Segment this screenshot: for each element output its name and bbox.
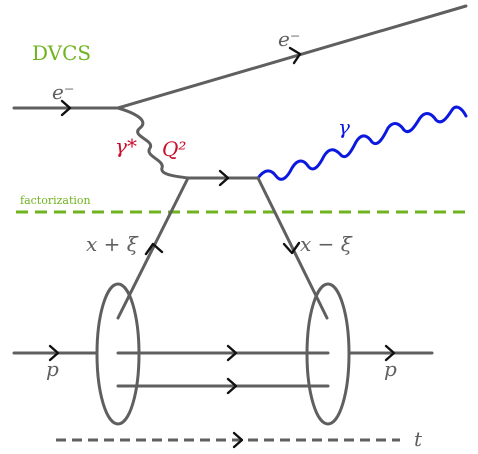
electron-out-line <box>116 4 468 110</box>
electron-in-label: e⁻ <box>52 80 74 104</box>
electron-in-arrow <box>60 99 72 117</box>
real-photon-line <box>256 105 468 181</box>
diagram-title: DVCS <box>32 41 91 65</box>
t-arrow <box>232 431 244 449</box>
real-photon-label: γ <box>338 115 350 139</box>
virtual-photon-label: γ* <box>115 134 137 158</box>
quark-left-arrow <box>144 242 164 256</box>
quark-top-arrow <box>218 169 230 187</box>
proton-out-arrow <box>384 344 396 362</box>
q2-label: Q² <box>162 137 186 161</box>
factorization-label: factorization <box>20 194 91 207</box>
electron-out-arrow <box>288 46 302 65</box>
proton-in-arrow <box>48 344 60 362</box>
quark-right-arrow <box>282 241 301 255</box>
proton-out-label: p <box>384 357 397 381</box>
proton-in-label: p <box>46 357 59 381</box>
t-label: t <box>414 427 423 451</box>
x-minus-xi-label: x − ξ <box>300 232 353 256</box>
x-plus-xi-label: x + ξ <box>86 232 139 256</box>
electron-out-label: e⁻ <box>278 27 300 51</box>
spectator-arrow-2 <box>226 377 238 395</box>
virtual-photon-line <box>116 106 190 180</box>
spectator-arrow-1 <box>226 344 238 362</box>
